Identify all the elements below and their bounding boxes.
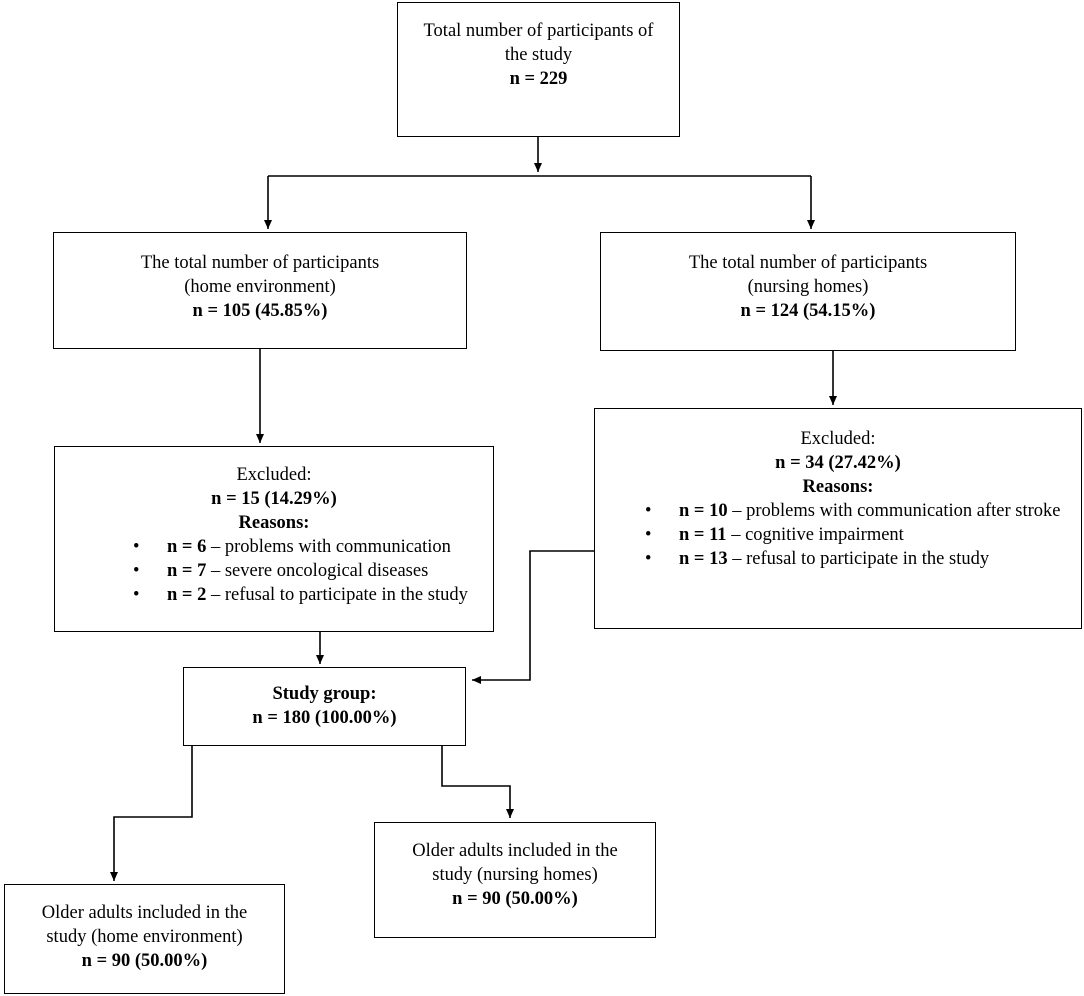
bullet-icon: • [133, 561, 140, 581]
list-item: • n = 13 – refusal to participate in the … [625, 547, 1067, 571]
reason-count: n = 2 [167, 585, 207, 605]
total-participants-line2: the study [504, 45, 573, 65]
list-item: • n = 10 – problems with communication af… [625, 499, 1067, 523]
reason-count: n = 11 [679, 525, 727, 545]
study-group-count: n = 180 (100.00%) [252, 708, 397, 728]
reason-text: – problems with communication [206, 537, 451, 557]
home-environment-line2: (home environment) [184, 277, 336, 297]
nursing-excluded-reasons-list: • n = 10 – problems with communication af… [595, 499, 1081, 571]
study-group-label: Study group: [272, 684, 377, 704]
reason-text: – severe oncological diseases [206, 561, 429, 581]
home-excluded-count: n = 15 (14.29%) [211, 489, 337, 509]
reason-count: n = 13 [679, 549, 728, 569]
total-participants-count: n = 229 [509, 69, 568, 89]
reason-count: n = 7 [167, 561, 207, 581]
home-excluded-reasons-list: • n = 6 – problems with communication • n … [55, 535, 493, 607]
bullet-icon: • [133, 537, 140, 557]
arrow-nursing-excluded-to-study-group [472, 550, 594, 684]
included-home-count: n = 90 (50.00%) [81, 951, 208, 971]
reason-text: – refusal to participate in the study [206, 585, 468, 605]
total-participants-box: Total number of participants of the stud… [397, 2, 680, 137]
included-home-box: Older adults included in the study (home… [4, 884, 285, 994]
arrow-study-group-to-included-nursing [441, 745, 514, 818]
included-home-line1: Older adults included in the [41, 903, 248, 923]
reason-count: n = 10 [679, 501, 728, 521]
nursing-homes-line2: (nursing homes) [747, 277, 869, 297]
home-excluded-heading: Excluded: [236, 465, 312, 485]
nursing-excluded-heading: Excluded: [800, 429, 876, 449]
reason-text: – refusal to participate in the study [727, 549, 990, 569]
list-item: • n = 2 – refusal to participate in the s… [113, 583, 493, 607]
nursing-homes-line1: The total number of participants [688, 253, 928, 273]
nursing-excluded-reasons-label: Reasons: [802, 477, 874, 497]
home-environment-box: The total number of participants (home e… [53, 232, 467, 349]
reason-text: – problems with communication after stro… [727, 501, 1061, 521]
bullet-icon: • [645, 549, 652, 569]
nursing-excluded-count: n = 34 (27.42%) [775, 453, 901, 473]
included-nursing-line1: Older adults included in the [412, 841, 618, 861]
home-excluded-box: Excluded: n = 15 (14.29%) Reasons: • n = … [54, 446, 494, 632]
home-excluded-reasons-label: Reasons: [238, 513, 310, 533]
total-participants-line1: Total number of participants of [423, 21, 654, 41]
reason-count: n = 6 [167, 537, 207, 557]
arrow-study-group-to-included-home [110, 745, 193, 881]
reason-text: – cognitive impairment [726, 525, 904, 545]
list-item: • n = 11 – cognitive impairment [625, 523, 1067, 547]
bullet-icon: • [645, 525, 652, 545]
study-group-box: Study group: n = 180 (100.00%) [183, 667, 466, 746]
home-environment-line1: The total number of participants [140, 253, 380, 273]
nursing-excluded-box: Excluded: n = 34 (27.42%) Reasons: • n = … [594, 408, 1082, 629]
list-item: • n = 6 – problems with communication [113, 535, 493, 559]
included-nursing-count: n = 90 (50.00%) [452, 889, 578, 909]
nursing-homes-count: n = 124 (54.15%) [740, 301, 876, 321]
included-nursing-box: Older adults included in the study (nurs… [374, 822, 656, 938]
included-nursing-line2: study (nursing homes) [432, 865, 598, 885]
included-home-line2: study (home environment) [46, 927, 243, 947]
list-item: • n = 7 – severe oncological diseases [113, 559, 493, 583]
home-environment-count: n = 105 (45.85%) [192, 301, 328, 321]
bullet-icon: • [645, 501, 652, 521]
bullet-icon: • [133, 585, 140, 605]
nursing-homes-box: The total number of participants (nursin… [600, 232, 1016, 351]
